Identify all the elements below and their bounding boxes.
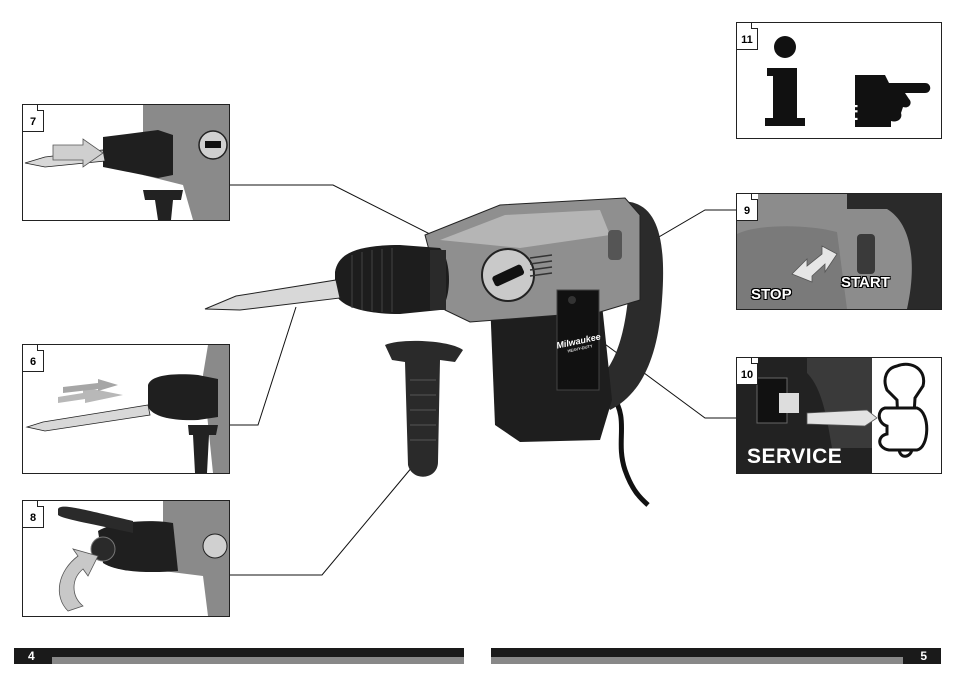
panel-6: 6 <box>22 344 230 474</box>
panel-10: 10 SERVICE <box>736 357 942 474</box>
page-number-right: 5 <box>920 648 927 664</box>
side-handle-adjust-illustration <box>23 501 229 616</box>
info-tip-illustration <box>737 23 941 138</box>
footer-left-grey <box>52 657 464 664</box>
service-label: SERVICE <box>747 445 842 469</box>
panel-number-8: 8 <box>22 500 44 528</box>
tip-label: TIP <box>845 84 862 124</box>
panel-11: 11 TIP <box>736 22 942 139</box>
wrench-hand-icon <box>879 364 927 456</box>
panel-number-10: 10 <box>736 357 758 385</box>
trigger <box>608 230 622 260</box>
page-number-left: 4 <box>28 648 35 664</box>
footer-right-bar: 5 <box>491 648 941 664</box>
chisel-bit <box>205 280 340 310</box>
leader-line-8 <box>228 460 418 575</box>
footer-right-grey <box>491 657 903 664</box>
info-icon <box>765 36 805 126</box>
remove-bit-illustration <box>23 345 229 473</box>
panel-7: 7 <box>22 104 230 221</box>
pointing-hand-icon <box>855 75 930 127</box>
panel-number-9: 9 <box>736 193 758 221</box>
panel-number-7: 7 <box>22 104 44 132</box>
stop-label: STOP <box>751 286 792 303</box>
panel-number-6: 6 <box>22 344 44 372</box>
rotary-hammer <box>205 198 663 505</box>
panel-8: 8 <box>22 500 230 617</box>
footer-left-bar: 4 <box>14 648 464 664</box>
insert-bit-illustration <box>23 105 229 220</box>
panel-number-11: 11 <box>736 22 758 50</box>
panel-9: 9 STOP START <box>736 193 942 310</box>
start-label: START <box>841 274 890 291</box>
power-cord <box>612 395 648 505</box>
leader-line-6 <box>228 307 296 425</box>
side-handle <box>385 341 463 477</box>
